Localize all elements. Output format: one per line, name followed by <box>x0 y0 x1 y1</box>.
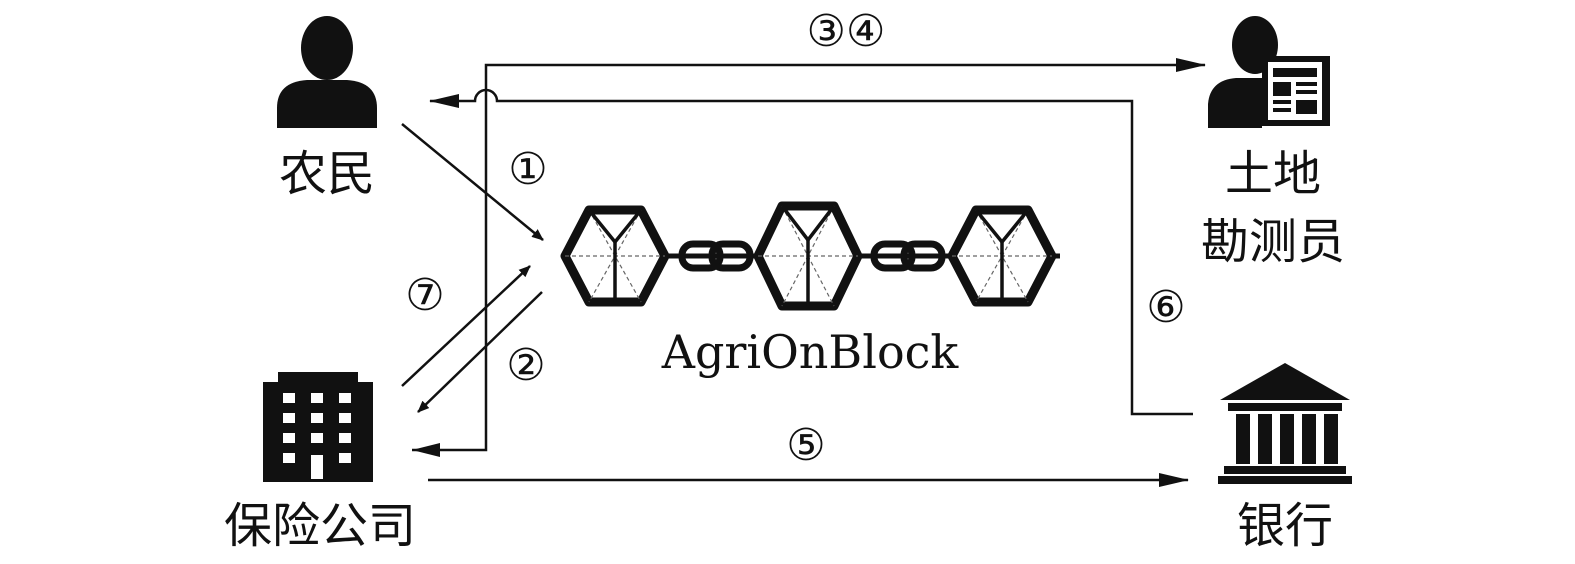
arrow-step7 <box>401 265 531 387</box>
step-label-2: ② <box>506 340 545 391</box>
bank-label: 银行 <box>1237 498 1333 554</box>
farmer-label: 农民 <box>279 146 375 202</box>
surveyor-label-line1: 土地 <box>1225 146 1321 202</box>
step-label-7: ⑦ <box>405 270 444 321</box>
insurer-label: 保险公司 <box>224 498 416 554</box>
surveyor-label-line2: 勘测员 <box>1201 214 1345 270</box>
step-label-34: ③④ <box>807 6 886 57</box>
arrow-step2 <box>417 291 543 413</box>
step-label-5: ⑤ <box>786 420 825 471</box>
bank-icon <box>1218 363 1352 484</box>
surveyor-person-with-document-icon <box>1208 16 1330 128</box>
arrow-step34 <box>412 58 1206 452</box>
block-cube-1 <box>560 205 670 307</box>
platform-name: AgriOnBlock <box>661 325 960 379</box>
arrow-step6 <box>429 88 1193 416</box>
block-cube-3 <box>947 205 1060 307</box>
blockchain-cubes-icon <box>560 201 1060 311</box>
insurer-office-building-icon <box>263 372 373 482</box>
step-label-1: ① <box>508 144 547 195</box>
farmer-person-icon <box>277 16 377 128</box>
arrowhead-to-insurer <box>412 443 440 457</box>
block-cube-2 <box>753 201 863 311</box>
step-label-6: ⑥ <box>1146 282 1185 333</box>
arrow-step1 <box>401 123 544 241</box>
